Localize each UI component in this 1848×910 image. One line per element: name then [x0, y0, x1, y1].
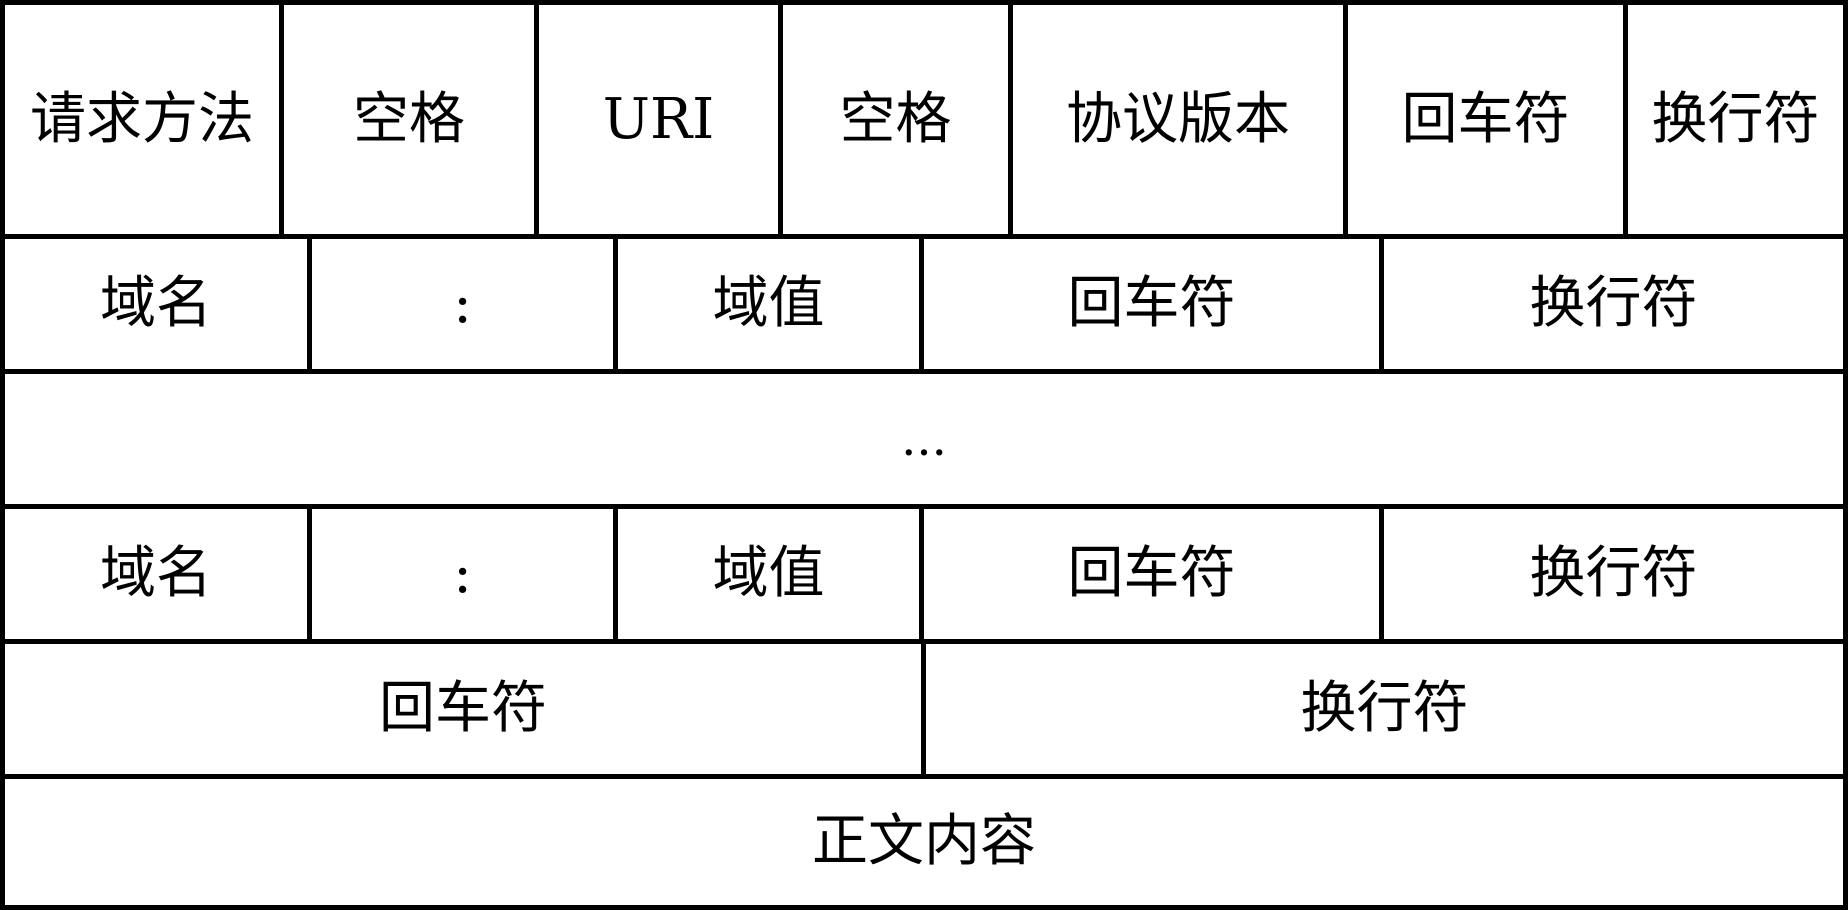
line-feed-cell: 换行符 [921, 639, 1848, 779]
colon-cell: : [307, 504, 618, 644]
space-cell-1: 空格 [279, 0, 539, 239]
carriage-return-label: 回车符 [1067, 541, 1236, 606]
field-value-cell: 域值 [613, 234, 924, 374]
request-method-label: 请求方法 [30, 86, 254, 152]
ellipsis-label: ... [901, 411, 947, 467]
header-line-row-1: 域名 : 域值 回车符 换行符 [0, 234, 1848, 374]
field-value-cell: 域值 [613, 504, 924, 644]
line-feed-label: 换行符 [1529, 541, 1698, 606]
ellipsis-cell: ... [0, 369, 1848, 509]
line-feed-label: 换行符 [1651, 86, 1820, 152]
space-label-1: 空格 [353, 86, 465, 152]
line-feed-cell: 换行符 [1379, 504, 1848, 644]
carriage-return-label: 回车符 [379, 676, 547, 741]
field-value-label: 域值 [712, 271, 825, 336]
line-feed-cell: 换行符 [1623, 0, 1848, 239]
field-name-label: 域名 [100, 541, 212, 606]
space-cell-2: 空格 [778, 0, 1013, 239]
carriage-return-label: 回车符 [1067, 271, 1236, 336]
body-row: 正文内容 [0, 774, 1848, 910]
colon-cell: : [307, 234, 618, 374]
request-method-cell: 请求方法 [0, 0, 284, 239]
carriage-return-cell: 回车符 [0, 639, 926, 779]
colon-label: : [453, 541, 472, 606]
protocol-version-cell: 协议版本 [1008, 0, 1348, 239]
line-feed-label: 换行符 [1529, 271, 1698, 336]
colon-label: : [453, 271, 472, 336]
field-value-label: 域值 [712, 541, 825, 606]
body-content-label: 正文内容 [812, 809, 1036, 874]
field-name-cell: 域名 [0, 234, 312, 374]
carriage-return-cell: 回车符 [919, 504, 1384, 644]
blank-line-row: 回车符 换行符 [0, 639, 1848, 779]
body-content-cell: 正文内容 [0, 774, 1848, 910]
uri-cell: URI [534, 0, 783, 239]
header-line-row-n: 域名 : 域值 回车符 换行符 [0, 504, 1848, 644]
field-name-label: 域名 [100, 271, 212, 336]
ellipsis-row: ... [0, 369, 1848, 509]
carriage-return-label: 回车符 [1401, 86, 1570, 152]
protocol-version-label: 协议版本 [1066, 86, 1290, 152]
uri-label: URI [602, 86, 715, 152]
line-feed-label: 换行符 [1300, 676, 1469, 741]
carriage-return-cell: 回车符 [919, 234, 1384, 374]
field-name-cell: 域名 [0, 504, 312, 644]
request-line-row: 请求方法 空格 URI 空格 协议版本 回车符 换行符 [0, 0, 1848, 239]
space-label-2: 空格 [839, 86, 952, 152]
carriage-return-cell: 回车符 [1343, 0, 1628, 239]
line-feed-cell: 换行符 [1379, 234, 1848, 374]
